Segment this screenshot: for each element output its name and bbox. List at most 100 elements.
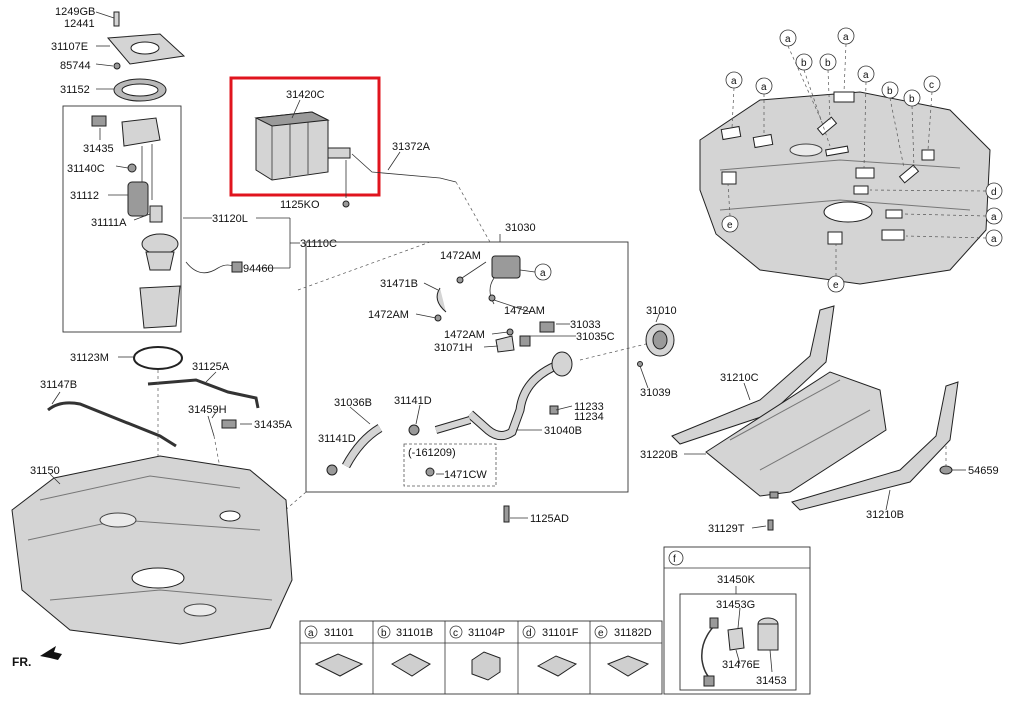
label-31476e: 31476E (722, 659, 760, 671)
connector-end (703, 675, 715, 687)
pad-b1 (816, 116, 838, 136)
canister-port (327, 147, 351, 159)
inset-f-frame (663, 546, 811, 695)
label-31112: 31112 (70, 190, 99, 202)
variant-box (403, 443, 497, 487)
svg-text:d: d (991, 187, 997, 198)
hose-31471b[interactable] (436, 287, 447, 313)
strainer-31111a[interactable] (149, 205, 163, 223)
strap-31210c[interactable] (671, 305, 835, 445)
valve-31471b[interactable] (491, 255, 521, 279)
hose-31372a[interactable] (351, 153, 457, 183)
pad-a2 (752, 133, 774, 149)
svg-text:d: d (526, 628, 532, 639)
sender-94460[interactable] (231, 261, 243, 273)
bolt-hole-a (769, 491, 779, 499)
label-31125a: 31125A (192, 361, 230, 373)
pad-b3 (898, 164, 920, 184)
connector-31435[interactable] (91, 115, 107, 127)
bolt-31129t[interactable] (767, 519, 774, 531)
gasket-31123m[interactable] (133, 346, 183, 370)
bolt-1125ad[interactable] (503, 505, 510, 523)
label-31210c: 31210C (720, 372, 759, 384)
label-31036b: 31036B (334, 397, 372, 409)
pad-e1 (721, 171, 737, 185)
top-view-recess (789, 143, 823, 157)
label-31453: 31453 (756, 675, 787, 687)
label-31420c: 31420C (286, 89, 325, 101)
filter-31140c[interactable] (127, 163, 137, 173)
filler-cup (551, 351, 573, 377)
clip-1472am-a[interactable] (456, 276, 464, 284)
canister-group: 31420C 31372A 1125KO (229, 76, 457, 211)
fr-arrow-icon (40, 646, 62, 660)
hose-lines-group: 31123M 31125A 31147B 31459H 31435A (40, 346, 293, 511)
svg-text:e: e (833, 280, 839, 291)
label-1249gb: 1249GB (55, 6, 95, 18)
ring-inner (121, 83, 159, 97)
part-31435a[interactable] (221, 419, 237, 429)
callout-a-filler-text: a (540, 268, 546, 279)
tube-31125a[interactable] (147, 378, 260, 409)
label-1125ad: 1125AD (530, 513, 569, 525)
svg-text:c: c (929, 80, 934, 91)
label-31140c: 31140C (67, 163, 105, 175)
label-31123m: 31123M (70, 352, 109, 364)
bracket-31453g[interactable] (727, 627, 745, 651)
label-11233: 11233 (574, 401, 604, 413)
block-icon-c (471, 651, 501, 681)
connector-31476e[interactable] (709, 617, 719, 629)
label-31040b: 31040B (544, 425, 582, 437)
pad-icon-e (606, 655, 650, 677)
pad-a3 (833, 91, 855, 103)
straps-group: 31210C 31220B 54659 31210B 31129T (640, 305, 999, 535)
pump-flange-31435[interactable] (121, 117, 161, 147)
bolt-1125ko[interactable] (342, 200, 350, 208)
label-31107e: 31107E (51, 41, 88, 53)
pump-31112[interactable] (127, 181, 149, 217)
clip-31459h[interactable] (207, 415, 215, 437)
legend-cell-c: c 31104P (449, 625, 505, 681)
top-view-opening (823, 201, 873, 223)
svg-text:b: b (825, 58, 831, 69)
label-31141d-a: 31141D (318, 433, 356, 445)
label-12441: 12441 (64, 18, 95, 30)
strap-31210b[interactable] (791, 381, 959, 511)
part-31033[interactable] (539, 321, 555, 333)
label-31372a: 31372A (392, 141, 431, 153)
tank-pump-opening (131, 567, 185, 589)
clamp-31141d-b[interactable] (408, 424, 420, 436)
pump-module-frame (62, 105, 182, 333)
reservoir-31120l[interactable] (139, 285, 181, 329)
legend-table: a 31101 b 31101B c 31104P d 31101F e 311… (299, 620, 663, 695)
sensor-31453[interactable] (757, 623, 779, 651)
part-31035c[interactable] (519, 335, 531, 347)
label-31111a: 31111A (91, 217, 127, 229)
nut-85744[interactable] (113, 62, 121, 70)
clip-1472am-d[interactable] (488, 294, 496, 302)
tube-31147b[interactable] (47, 401, 177, 448)
bolt-54659[interactable] (939, 465, 953, 475)
screw-31039[interactable] (637, 361, 643, 367)
reservoir-top[interactable] (141, 233, 179, 255)
fuel-tank-31150[interactable] (11, 455, 293, 645)
label-1472am-d: 1472AM (504, 305, 545, 317)
inset-f-group: f 31450K 31453G 31476E 31453 (663, 546, 811, 695)
heat-shield-31220b[interactable] (705, 371, 887, 497)
clamp-31141d-a[interactable] (326, 464, 338, 476)
clip-1471cw[interactable] (425, 467, 435, 477)
tank-top-view (699, 91, 991, 285)
label-1472am-c: 1472AM (444, 329, 485, 341)
bolt-11233[interactable] (549, 405, 559, 415)
svg-text:a: a (731, 76, 737, 87)
label-31210b: 31210B (866, 509, 904, 521)
bolt-12441[interactable] (113, 11, 120, 27)
svg-text:b: b (381, 628, 387, 639)
part-31071h[interactable] (495, 335, 515, 353)
legend-cell-d: d 31101F (522, 625, 579, 677)
label-11234: 11234 (574, 411, 604, 423)
label-1471cw: 1471CW (444, 469, 487, 481)
fuel-pump-module-group: 1249GB 12441 31107E 85744 31152 31435 31… (51, 6, 337, 333)
svg-text:a: a (843, 32, 849, 43)
